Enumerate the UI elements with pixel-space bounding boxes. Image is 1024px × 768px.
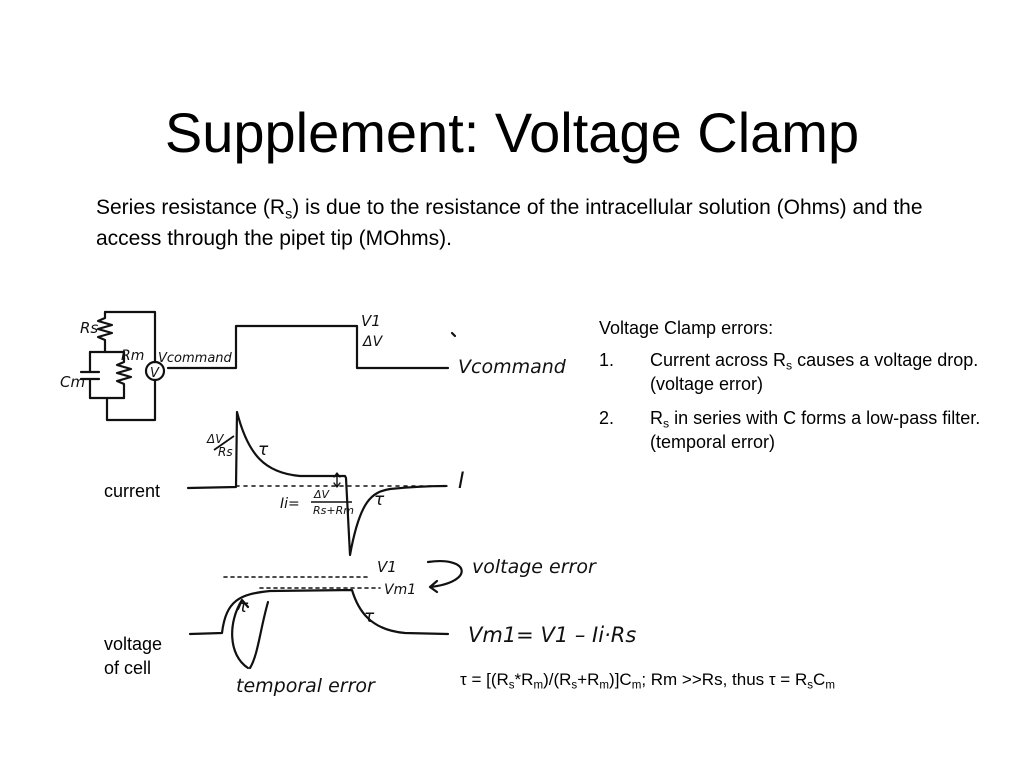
intro-text-1: Series resistance (R bbox=[96, 196, 286, 219]
circuit-diagram bbox=[79, 310, 166, 422]
formula-part: *R bbox=[514, 670, 534, 689]
error-text-post: causes a voltage drop. (voltage error) bbox=[650, 350, 979, 394]
error-text-pre: Current across R bbox=[650, 350, 787, 370]
current-trace bbox=[186, 410, 448, 557]
vm-equation: Vm1= V1 – Ii·Rs bbox=[468, 623, 636, 647]
voltage-clamp-errors: Voltage Clamp errors: 1. Current across … bbox=[599, 316, 1019, 464]
formula-part: τ = [(R bbox=[460, 670, 509, 689]
formula-sub: m bbox=[599, 679, 610, 692]
intro-paragraph: Series resistance (Rs) is due to the res… bbox=[96, 192, 956, 254]
vm1-label: Vm1 bbox=[384, 582, 416, 598]
formula-part: +R bbox=[577, 670, 600, 689]
error-sub: s bbox=[786, 358, 793, 373]
v1-top-label: V1 bbox=[361, 312, 381, 330]
tau-label-current-fall: τ bbox=[374, 490, 385, 510]
formula-sub: m bbox=[825, 679, 835, 692]
voltage-label: voltage of cell bbox=[104, 632, 162, 680]
intro-text-2: ) is due to the resistance of the intrac… bbox=[96, 196, 923, 250]
rm-label: Rm bbox=[121, 348, 144, 364]
temporal-error-arrow bbox=[231, 598, 270, 670]
ii-denominator: Rs+Rm bbox=[313, 504, 354, 517]
vcommand-wire bbox=[103, 310, 157, 364]
current-label: current bbox=[104, 481, 161, 501]
ii-label: Ii= bbox=[280, 496, 300, 512]
current-i-label: I bbox=[458, 469, 465, 494]
tau-label-voltage-rise: τ bbox=[238, 597, 249, 617]
error-text-post: in series with C forms a low-pass filter… bbox=[650, 408, 981, 452]
tau-label-current-rise: τ bbox=[258, 440, 269, 460]
formula-part: )]C bbox=[609, 670, 632, 689]
step-arrow bbox=[333, 472, 341, 488]
error-item-1: 1. Current across Rs causes a voltage dr… bbox=[599, 348, 1019, 396]
v1-mid-label: V1 bbox=[377, 558, 397, 576]
error-sub: s bbox=[663, 416, 670, 431]
temporal-error-label: temporal error bbox=[236, 675, 376, 697]
voltage-trace bbox=[188, 588, 450, 636]
formula-part: )/(R bbox=[543, 670, 572, 689]
voltage-error-arrow bbox=[426, 560, 463, 594]
tau-label-voltage-fall: τ bbox=[364, 607, 375, 627]
formula-part: C bbox=[813, 670, 826, 689]
voltage-label-line2: of cell bbox=[104, 658, 152, 678]
dv-over-rs-numerator: ΔV bbox=[206, 432, 224, 446]
vcommand-large-label: Vcommand bbox=[458, 356, 567, 378]
dv-over-rs-slash bbox=[213, 435, 235, 451]
intro-sub: s bbox=[285, 206, 293, 223]
error-text-pre: R bbox=[650, 408, 663, 428]
voltage-error-label: voltage error bbox=[472, 556, 597, 578]
formula-sub: m bbox=[533, 679, 544, 692]
errors-heading: Voltage Clamp errors: bbox=[599, 318, 774, 338]
error-number: 2. bbox=[599, 408, 615, 428]
vcommand-small-label: Vcommand bbox=[158, 351, 233, 366]
vcommand-source bbox=[144, 360, 166, 382]
error-number: 1. bbox=[599, 350, 615, 370]
dv-over-rs-denominator: Rs bbox=[218, 445, 233, 459]
formula-sub: m bbox=[631, 679, 642, 692]
circuit-bottom-wire bbox=[88, 378, 157, 422]
tau-formula: τ = [(Rs*Rm)/(Rs+Rm)]Cm; Rm >>Rs, thus τ… bbox=[460, 668, 835, 692]
ii-numerator: ΔV bbox=[313, 488, 331, 501]
formula-sub: s bbox=[571, 679, 578, 692]
rs-label: Rs bbox=[80, 319, 98, 337]
error-item-2: 2. Rs in series with C forms a low-pass … bbox=[599, 406, 1019, 454]
cm-capacitor bbox=[79, 350, 101, 400]
formula-sub: s bbox=[508, 679, 515, 692]
vcommand-trace bbox=[166, 324, 450, 370]
v-symbol: V bbox=[150, 366, 160, 381]
slide-title: Supplement: Voltage Clamp bbox=[164, 101, 860, 164]
rm-resistor bbox=[115, 350, 133, 400]
cm-label: Cm bbox=[60, 373, 85, 391]
formula-sub: s bbox=[807, 679, 814, 692]
vcommand-mark bbox=[450, 331, 457, 338]
rs-resistor bbox=[96, 310, 114, 354]
voltage-label-line1: voltage bbox=[104, 634, 163, 654]
formula-part: ; Rm >>Rs, thus τ = R bbox=[641, 670, 808, 689]
delta-v-label: ΔV bbox=[362, 334, 384, 350]
